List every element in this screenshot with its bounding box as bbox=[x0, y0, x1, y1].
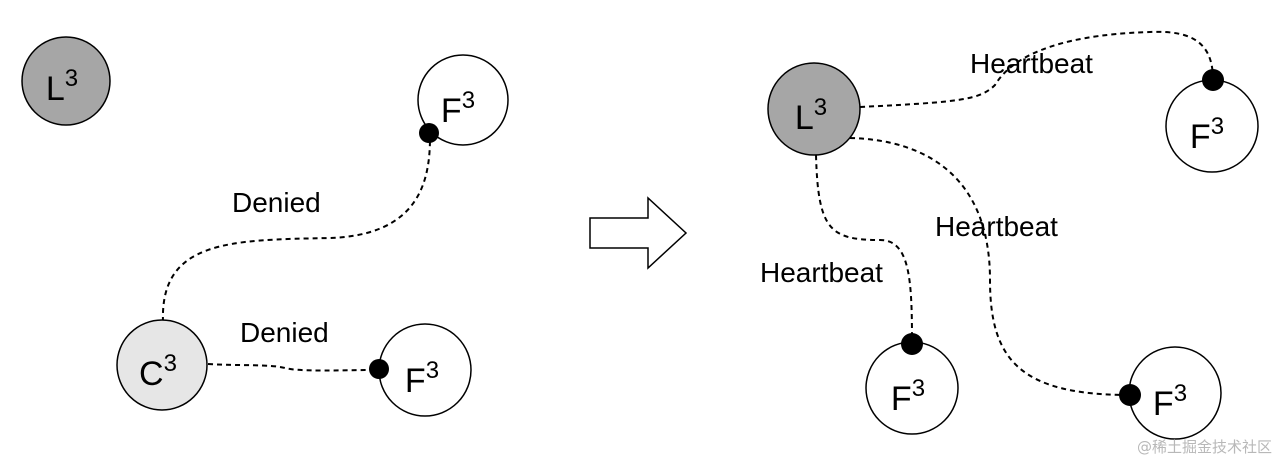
node-right-follower-top: F3 bbox=[1165, 79, 1259, 173]
edge-leader-to-f-mid bbox=[815, 154, 913, 344]
connector-dot-right-f-right bbox=[1119, 384, 1141, 406]
node-candidate: C3 bbox=[116, 319, 208, 411]
node-right-follower-mid-label: F3 bbox=[891, 375, 925, 418]
connector-dot-left-f-top bbox=[419, 123, 439, 143]
node-candidate-circle bbox=[116, 319, 208, 411]
node-left-leader-circle bbox=[21, 36, 111, 126]
watermark: @稀土掘金技术社区 bbox=[1137, 438, 1272, 456]
edge-candidate-to-f-top bbox=[161, 136, 431, 323]
edge-label-denied-top: Denied bbox=[232, 187, 321, 218]
edge-label-heartbeat-left: Heartbeat bbox=[760, 257, 883, 288]
connector-dot-right-f-mid bbox=[901, 333, 923, 355]
transition-arrow bbox=[589, 196, 688, 270]
edge-leader-to-f-right bbox=[849, 137, 1131, 396]
edge-label-denied-bottom: Denied bbox=[240, 317, 329, 348]
node-left-leader-label: L3 bbox=[46, 65, 78, 108]
connector-dot-right-f-top bbox=[1202, 69, 1224, 91]
node-left-follower-top: F3 bbox=[417, 54, 509, 146]
edge-leader-to-f-top bbox=[859, 30, 1214, 108]
node-left-follower-bottom: F3 bbox=[378, 323, 472, 417]
edge-label-heartbeat-middle: Heartbeat bbox=[935, 211, 1058, 242]
node-left-leader: L3 bbox=[21, 36, 111, 126]
edge-candidate-to-f-bottom bbox=[207, 363, 378, 372]
node-right-leader: L3 bbox=[767, 62, 861, 156]
connector-dot-left-f-bottom bbox=[369, 359, 389, 379]
node-left-follower-top-circle bbox=[417, 54, 509, 146]
node-left-follower-bottom-label: F3 bbox=[405, 357, 439, 400]
node-right-follower-mid: F3 bbox=[865, 341, 959, 435]
node-candidate-label: C3 bbox=[139, 350, 177, 393]
node-left-follower-top-label: F3 bbox=[441, 87, 475, 130]
edge-label-heartbeat-top: Heartbeat bbox=[970, 48, 1093, 79]
node-right-leader-label: L3 bbox=[795, 94, 827, 137]
node-right-follower-right: F3 bbox=[1128, 346, 1222, 440]
node-right-follower-top-label: F3 bbox=[1190, 113, 1224, 156]
node-right-follower-right-label: F3 bbox=[1153, 380, 1187, 423]
node-right-leader-circle bbox=[767, 62, 861, 156]
